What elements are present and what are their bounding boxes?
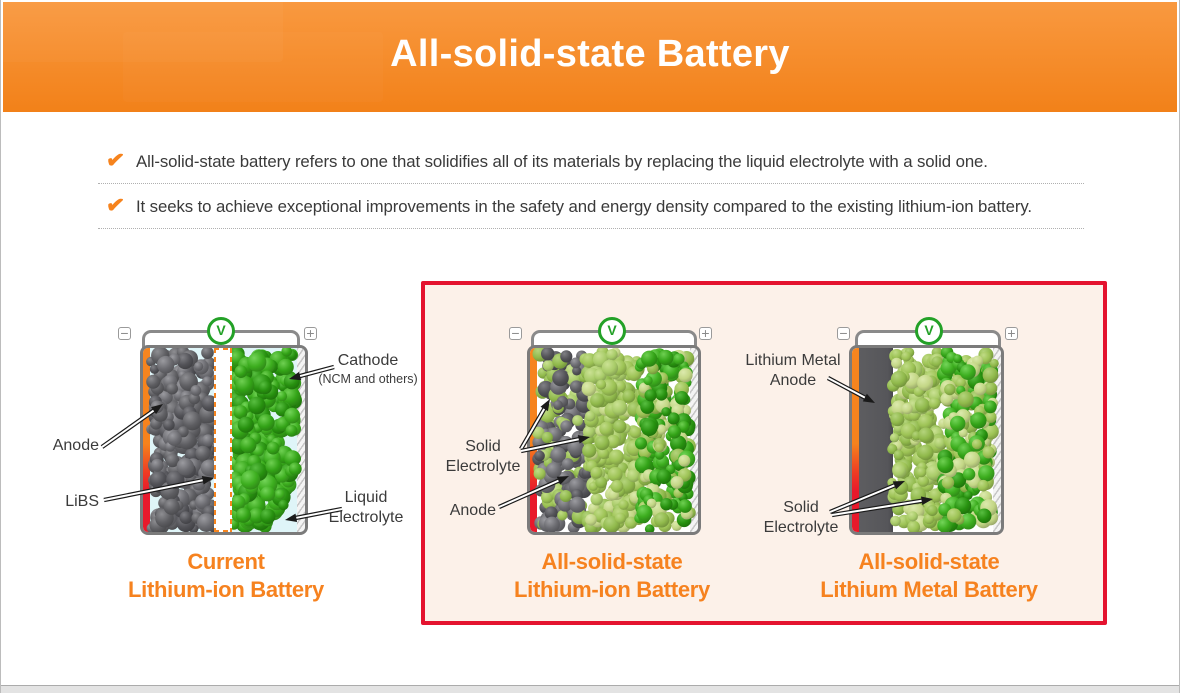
check-icon: ✔ bbox=[104, 146, 126, 174]
key-point-text: All-solid-state battery refers to one th… bbox=[136, 152, 988, 171]
libs-separator bbox=[214, 348, 232, 532]
battery-cell bbox=[140, 345, 308, 535]
voltmeter-icon: V bbox=[915, 317, 943, 345]
check-icon: ✔ bbox=[104, 191, 126, 219]
label-anode: Anode bbox=[52, 437, 99, 454]
key-point-text: It seeks to achieve exceptional improvem… bbox=[136, 197, 1032, 216]
label-libs: LiBS bbox=[65, 493, 99, 510]
positive-terminal-icon: + bbox=[304, 326, 317, 340]
key-point-row: ✔ It seeks to achieve exceptional improv… bbox=[98, 186, 1084, 229]
voltmeter-icon: V bbox=[598, 317, 626, 345]
label-liquid-electrolyte: Liquid Electrolyte bbox=[328, 489, 404, 526]
header-banner: All-solid-state Battery bbox=[3, 2, 1177, 112]
battery-title: All-solid-state Lithium Metal Battery bbox=[820, 549, 1038, 602]
particles-layer bbox=[532, 348, 696, 532]
battery-title: Current Lithium-ion Battery bbox=[128, 549, 324, 602]
battery-cell bbox=[849, 345, 1004, 535]
battery-cell bbox=[527, 345, 701, 535]
negative-terminal-icon: − bbox=[509, 326, 522, 340]
separator-dash bbox=[214, 348, 232, 350]
separator-dash bbox=[214, 530, 232, 532]
positive-terminal-icon: + bbox=[1005, 326, 1018, 340]
hatch-strip bbox=[690, 348, 698, 532]
battery-title: All-solid-state Lithium-ion Battery bbox=[514, 549, 710, 602]
hatch-strip bbox=[993, 348, 1001, 532]
particles-layer bbox=[887, 348, 999, 532]
positive-terminal-icon: + bbox=[699, 326, 712, 340]
key-point-row: ✔ All-solid-state battery refers to one … bbox=[98, 141, 1084, 184]
voltmeter-icon: V bbox=[207, 317, 235, 345]
hatch-strip bbox=[297, 348, 305, 532]
separator-dash bbox=[214, 348, 216, 532]
next-section-edge bbox=[1, 685, 1179, 693]
negative-terminal-icon: − bbox=[837, 326, 850, 340]
label-solid-electrolyte: Solid Electrolyte bbox=[763, 499, 839, 536]
label-cathode: Cathode(NCM and others) bbox=[318, 352, 418, 386]
separator-dash bbox=[230, 348, 232, 532]
label-lithium-metal-anode: Lithium Metal Anode bbox=[745, 352, 841, 389]
label-anode: Anode bbox=[449, 502, 496, 519]
label-solid-electrolyte: Solid Electrolyte bbox=[445, 438, 521, 475]
label-cathode-sub: (NCM and others) bbox=[318, 372, 418, 386]
current-collector bbox=[852, 348, 859, 532]
page-title: All-solid-state Battery bbox=[390, 33, 790, 75]
negative-terminal-icon: − bbox=[118, 326, 131, 340]
